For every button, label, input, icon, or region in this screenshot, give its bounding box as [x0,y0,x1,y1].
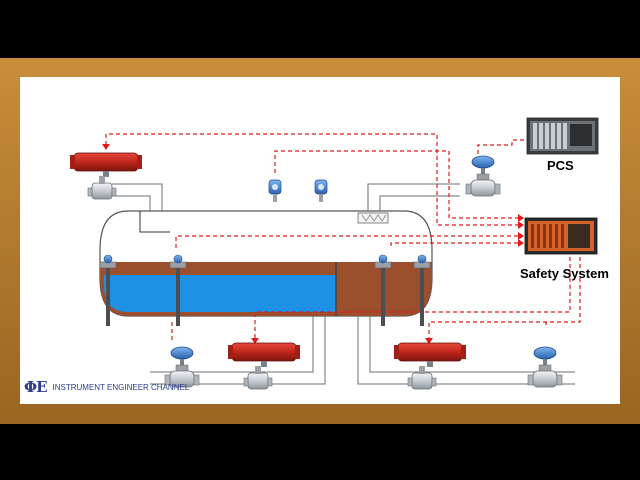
channel-logo: ΦE [24,378,47,396]
mist-extractor [357,212,389,224]
signal-lines [105,133,581,340]
separator-vessel [99,210,433,317]
channel-name: INSTRUMENT ENGINEER CHANNEL [52,382,190,392]
water-layer [104,275,336,312]
pcs-cabinet [526,117,599,155]
signal-arrows [102,144,524,344]
pcs-label: PCS [547,158,574,173]
channel-brand: ΦE INSTRUMENT ENGINEER CHANNEL [24,378,189,396]
safety-system-label: Safety System [520,266,609,281]
inlet-diverter [139,211,170,233]
process-piping [112,183,575,385]
safety-system-cabinet [524,217,598,255]
